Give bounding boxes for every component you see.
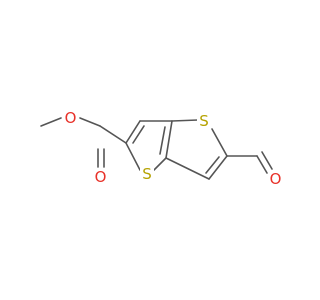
bond-oxygen-carbonyl	[79, 117, 101, 127]
carbonyl-oxygen-label: O	[95, 168, 107, 186]
bond-c3a-c6a-inner	[159, 126, 166, 155]
bond-methyl-oxygen	[40, 117, 62, 127]
atom-bg	[63, 109, 78, 127]
bond-c2-c3-inner	[205, 156, 220, 174]
bond-c3a-c6a	[165, 120, 173, 159]
bond-layer	[40, 117, 273, 180]
atom-layer: O O S S O	[63, 109, 283, 188]
bond-c3-c6a	[165, 157, 210, 180]
bond-c5-c4	[125, 120, 141, 144]
bond-carbonyl-ring	[99, 125, 127, 144]
bond-aldehyde-double-a	[256, 155, 268, 174]
atom-bg	[197, 112, 211, 130]
molecule-structure: O O S S O	[40, 109, 283, 188]
bond-c5-c4-inner	[132, 125, 145, 144]
bond-c6a-s4	[153, 157, 167, 171]
bond-s1-c2	[211, 128, 228, 157]
top-sulfur-label: S	[199, 112, 209, 130]
atom-bg	[93, 169, 108, 187]
ester-oxygen-label: O	[65, 109, 77, 127]
bond-c2-c3	[208, 155, 228, 180]
bond-aldehyde-double-b	[261, 151, 273, 170]
bond-s4-c5	[125, 142, 141, 171]
bond-c3a-s1	[171, 119, 199, 122]
atom-bg	[140, 165, 154, 183]
bottom-sulfur-label: S	[142, 165, 152, 183]
aldehyde-oxygen-label: O	[270, 170, 282, 188]
atom-bg	[268, 170, 283, 188]
